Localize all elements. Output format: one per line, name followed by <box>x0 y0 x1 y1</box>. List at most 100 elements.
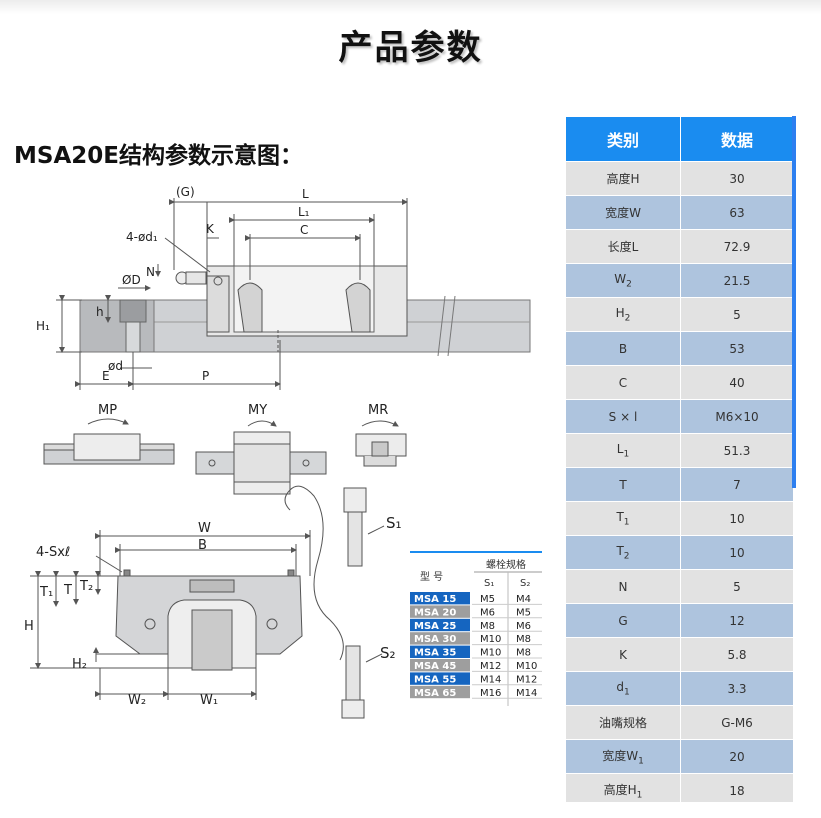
param-value-cell: 30 <box>680 161 793 196</box>
bolt-row-s1: M5 <box>480 594 495 605</box>
bolt-row-s1: M16 <box>480 688 501 699</box>
bolt-row-s2: M6 <box>516 621 531 632</box>
label-e: E <box>102 369 110 383</box>
label-c: C <box>300 223 308 237</box>
bolt-table-s1-header: S₁ <box>484 578 494 589</box>
label-t1: T₁ <box>39 585 53 600</box>
param-name-cell: G <box>565 603 681 638</box>
label-t: T <box>63 583 72 598</box>
param-value-cell: 21.5 <box>680 263 793 298</box>
bolt-row-model-bg <box>410 605 470 618</box>
bolt-row-model-bg <box>410 672 470 685</box>
param-value-cell: G-M6 <box>680 705 793 740</box>
param-name-cell: H2 <box>565 297 681 332</box>
bolt-row-s1: M6 <box>480 607 495 618</box>
bolt-table-s2-header: S₂ <box>520 578 530 589</box>
bolt-row-s1: M8 <box>480 621 495 632</box>
bolt-row-model-bg <box>410 659 470 672</box>
param-name-cell: T <box>565 467 681 502</box>
bolt-row-model: MSA 30 <box>414 634 456 645</box>
label-n: N <box>146 265 155 279</box>
label-p: P <box>202 369 209 383</box>
param-value-cell: 20 <box>680 739 793 774</box>
bolt-row-model-bg <box>410 592 470 605</box>
param-name-cell: B <box>565 331 681 366</box>
param-value-cell: 5.8 <box>680 637 793 672</box>
label-hh: H <box>24 619 34 634</box>
bolt-row-model: MSA 45 <box>414 661 456 672</box>
param-name-cell: 高度H <box>565 161 681 196</box>
param-value-cell: 72.9 <box>680 229 793 264</box>
param-name-cell: W2 <box>565 263 681 298</box>
param-name-cell: 长度L <box>565 229 681 264</box>
label-mr: MR <box>368 403 388 418</box>
bolt-row-model-bg <box>410 632 470 645</box>
bolt-row-s1: M12 <box>480 661 501 672</box>
param-name-cell: C <box>565 365 681 400</box>
moment-views <box>43 418 407 495</box>
param-value-cell: 10 <box>680 501 793 536</box>
param-value-cell: 10 <box>680 535 793 570</box>
structure-diagram: (G) L L₁ K C 4-ød₁ ØD N h H₁ ød E P MP M… <box>24 185 542 719</box>
param-name-cell: T2 <box>565 535 681 570</box>
bolt-row-s2: M10 <box>516 661 537 672</box>
bolt-row-model: MSA 20 <box>414 607 456 618</box>
label-d1: 4-ød₁ <box>126 230 158 244</box>
bolt-row-model-bg <box>410 618 470 632</box>
param-name-cell: L1 <box>565 433 681 468</box>
param-name-cell: 宽度W1 <box>565 739 681 774</box>
label-w2: W₂ <box>128 693 146 708</box>
bolt-table-bolt-header: 螺栓规格 <box>486 558 526 571</box>
label-dd: ØD <box>122 273 141 287</box>
bolt-row-model: MSA 65 <box>414 688 456 699</box>
label-w1: W₁ <box>200 693 218 708</box>
label-w: W <box>198 521 211 536</box>
label-sxl: 4-Sxℓ <box>36 545 70 560</box>
param-value-cell: 40 <box>680 365 793 400</box>
scrollbar[interactable] <box>792 116 796 488</box>
label-mp: MP <box>98 403 117 418</box>
page-title: 产品参数 <box>338 28 483 68</box>
bolt-row-model: MSA 25 <box>414 621 456 632</box>
param-value-cell: 18 <box>680 773 793 802</box>
param-value-cell: 63 <box>680 195 793 230</box>
param-value-cell: 7 <box>680 467 793 502</box>
section-title: MSA20E结构参数示意图： <box>14 143 303 169</box>
bolt-row-s2: M5 <box>516 607 531 618</box>
bolt-row-model: MSA 35 <box>414 648 456 659</box>
bolt-row-s2: M8 <box>516 634 531 645</box>
label-h1: H₁ <box>36 319 50 333</box>
param-name-cell: K <box>565 637 681 672</box>
bolt-row-s2: M8 <box>516 648 531 659</box>
label-s2: S₂ <box>380 644 396 662</box>
label-k: K <box>206 222 215 236</box>
param-value-cell: 51.3 <box>680 433 793 468</box>
bolt-row-s1: M14 <box>480 674 501 685</box>
label-my: MY <box>248 403 267 418</box>
param-name-cell: 宽度W <box>565 195 681 230</box>
bolt-row-s2: M4 <box>516 594 531 605</box>
side-view <box>56 198 531 390</box>
header-value: 数据 <box>680 116 793 162</box>
param-name-cell: d1 <box>565 671 681 706</box>
param-name-cell: 高度H1 <box>565 773 681 802</box>
param-name-cell: S × l <box>565 399 681 434</box>
bolt-row-model: MSA 15 <box>414 594 456 605</box>
bolt-row-s1: M10 <box>480 648 501 659</box>
label-g: (G) <box>176 185 195 199</box>
bolt-row-s1: M10 <box>480 634 501 645</box>
